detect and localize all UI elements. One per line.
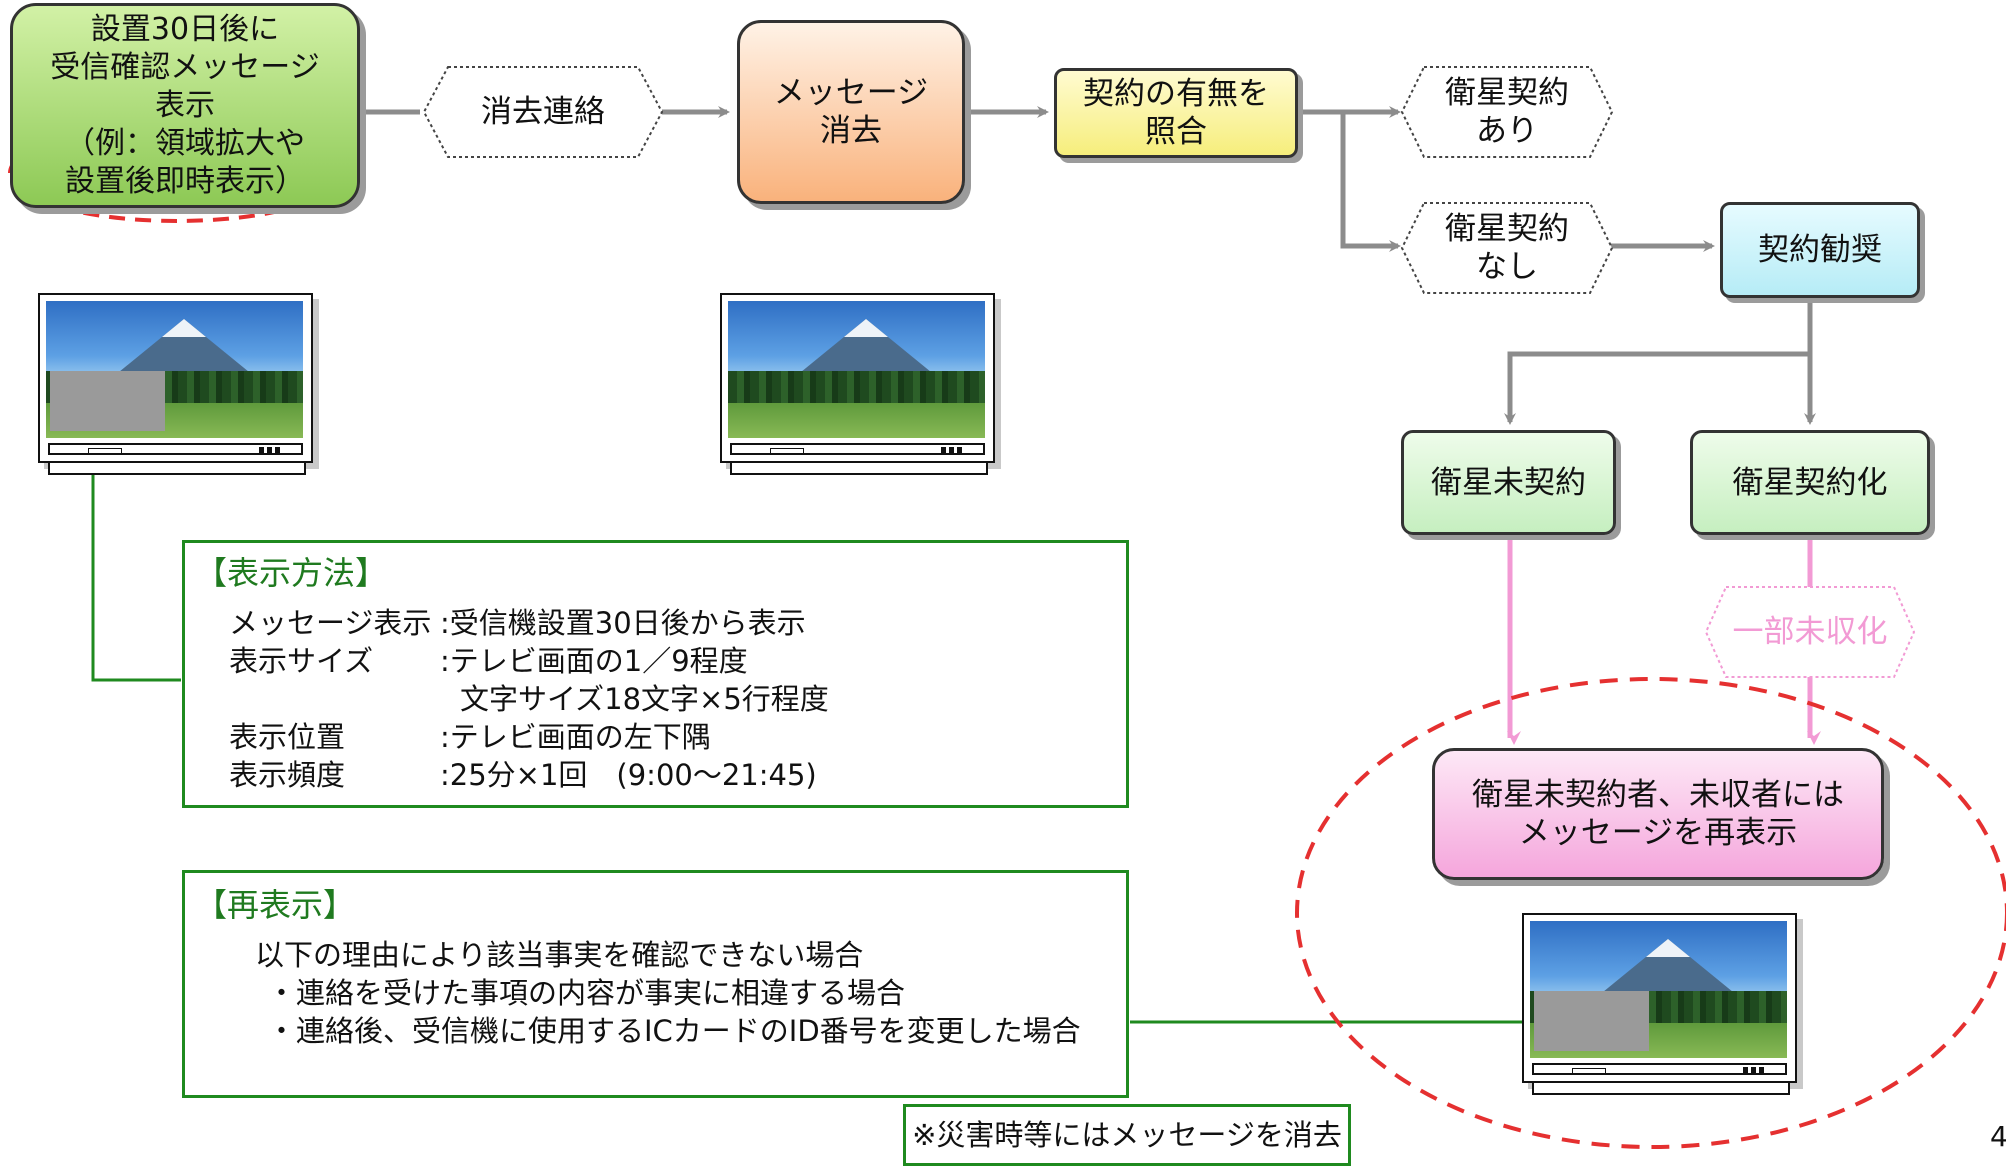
- arrow-check-to-no: [1340, 112, 1401, 252]
- uncontracted-node: 衛星未契約: [1401, 430, 1616, 535]
- hexagon-outlines: [422, 66, 1614, 294]
- arrow-recommend-split: [1504, 302, 1813, 425]
- hex-partial: [1704, 586, 1916, 678]
- redisplay-line-2: ・連絡を受けた事項の内容が事実に相違する場合: [267, 976, 906, 1010]
- method-value-3: 文字サイズ18文字×5行程度: [460, 682, 829, 716]
- yes-node: 衛星契約 あり: [1404, 67, 1610, 157]
- page-number: 4: [1990, 1120, 2006, 1153]
- notify-node: 消去連絡: [426, 67, 660, 157]
- tv-screen: [46, 301, 303, 438]
- method-label-4: 表示位置: [229, 720, 346, 754]
- redisplay-node-text: 衛星未契約者、未収者には メッセージを再表示: [1472, 777, 1844, 851]
- method-label-2: 表示サイズ: [229, 644, 374, 678]
- uncontracted-node-text: 衛星未契約: [1431, 464, 1586, 501]
- check-node: 契約の有無を 照合: [1054, 68, 1298, 158]
- green-leaders: [93, 412, 1562, 1022]
- hex-yes: [1400, 66, 1614, 158]
- leader-method-to-tv: [93, 412, 181, 682]
- check-node-text: 契約の有無を 照合: [1083, 76, 1269, 150]
- tv-screen: [1530, 921, 1787, 1058]
- partial-node: 一部未収化: [1708, 587, 1912, 677]
- message-overlay: [1534, 991, 1649, 1051]
- contracted-node: 衛星契約化: [1690, 430, 1930, 535]
- method-value-5: :25分×1回 (9:00〜21:45): [440, 758, 817, 792]
- method-label-5: 表示頻度: [229, 758, 346, 792]
- message-overlay: [50, 371, 165, 431]
- display-method-heading: 【表示方法】: [195, 554, 388, 592]
- redisplay-conditions-box: 【再表示】 以下の理由により該当事実を確認できない場合 ・連絡を受けた事項の内容…: [182, 870, 1129, 1098]
- recommend-node: 契約勧奨: [1720, 202, 1920, 298]
- disaster-note-box: ※災害時等にはメッセージを消去: [903, 1104, 1351, 1166]
- delete-node-text: メッセージ 消去: [773, 75, 929, 149]
- disaster-note-text: ※災害時等にはメッセージを消去: [912, 1118, 1342, 1152]
- no-node-text: 衛星契約 なし: [1445, 211, 1569, 285]
- highlight-ellipse-redisplay: [1295, 677, 2006, 1149]
- hex-no: [1400, 202, 1614, 294]
- start-node: 設置30日後に 受信確認メッセージ 表示 （例：領域拡大や 設置後即時表示）: [10, 3, 360, 208]
- hex-notify: [422, 66, 664, 158]
- tv-with-message: [38, 293, 313, 475]
- method-value-4: :テレビ画面の左下隅: [440, 720, 711, 754]
- redisplay-heading: 【再表示】: [195, 886, 356, 924]
- yes-node-text: 衛星契約 あり: [1445, 75, 1569, 149]
- contracted-node-text: 衛星契約化: [1732, 464, 1888, 501]
- display-method-box: 【表示方法】 メッセージ表示 :受信機設置30日後から表示 表示サイズ :テレビ…: [182, 540, 1129, 808]
- recommend-node-text: 契約勧奨: [1758, 232, 1882, 268]
- tv-message-redisplayed: [1522, 913, 1797, 1095]
- gray-arrows: [362, 106, 1816, 425]
- method-value-2: :テレビ画面の1／9程度: [440, 644, 748, 678]
- tv-message-cleared: [720, 293, 995, 475]
- redisplay-node: 衛星未契約者、未収者には メッセージを再表示: [1432, 748, 1884, 880]
- tv-screen: [728, 301, 985, 438]
- redisplay-line-3: ・連絡後、受信機に使用するICカードのID番号を変更した場合: [267, 1014, 1081, 1048]
- notify-node-text: 消去連絡: [481, 94, 605, 130]
- method-value-1: :受信機設置30日後から表示: [440, 606, 806, 640]
- pink-arrows: [1507, 540, 1821, 745]
- method-label-1: メッセージ表示: [229, 606, 432, 640]
- partial-node-text: 一部未収化: [1732, 614, 1888, 650]
- delete-node: メッセージ 消去: [737, 20, 965, 204]
- start-node-text: 設置30日後に 受信確認メッセージ 表示 （例：領域拡大や 設置後即時表示）: [50, 11, 320, 199]
- no-node: 衛星契約 なし: [1404, 203, 1610, 293]
- redisplay-line-1: 以下の理由により該当事実を確認できない場合: [255, 938, 864, 972]
